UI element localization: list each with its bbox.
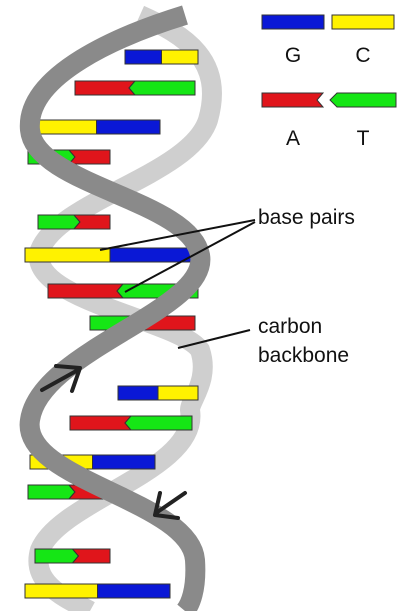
base-A — [75, 81, 135, 95]
base-pair — [35, 549, 110, 563]
base-G — [125, 50, 162, 64]
legend-a-bar — [262, 93, 323, 107]
base-T — [125, 416, 192, 430]
legend-t-label: T — [357, 127, 370, 150]
base-G — [118, 386, 158, 400]
legend: G C A T — [262, 15, 396, 150]
base-T — [35, 549, 79, 563]
backbone-back-strand — [38, 15, 212, 611]
base-G — [93, 455, 156, 469]
base-A — [73, 549, 111, 563]
base-T — [28, 485, 75, 499]
base-pair — [118, 386, 198, 400]
base-C — [162, 50, 199, 64]
base-T — [129, 81, 195, 95]
base-pair — [33, 120, 160, 134]
base-C — [25, 248, 110, 262]
base-pair — [38, 215, 110, 229]
base-A — [70, 416, 131, 430]
legend-c-bar — [332, 15, 394, 29]
base-A — [74, 215, 110, 229]
base-pair — [25, 248, 195, 262]
base-G — [110, 248, 195, 262]
label-base-pairs: base pairs — [258, 206, 355, 229]
legend-g-label: G — [285, 44, 301, 67]
base-C — [25, 584, 98, 598]
base-C — [33, 120, 97, 134]
legend-a-label: A — [286, 127, 300, 150]
base-pair — [75, 81, 195, 95]
base-G — [97, 120, 161, 134]
base-G — [98, 584, 171, 598]
base-pair — [25, 584, 170, 598]
base-pair — [125, 50, 198, 64]
label-backbone: backbone — [258, 344, 349, 367]
legend-t-bar — [330, 93, 396, 107]
base-A — [69, 150, 110, 164]
base-A — [48, 284, 123, 298]
legend-g-bar — [262, 15, 324, 29]
legend-c-label: C — [355, 44, 370, 67]
base-C — [158, 386, 198, 400]
base-T — [38, 215, 80, 229]
base-pair — [70, 416, 192, 430]
label-carbon: carbon — [258, 315, 322, 338]
